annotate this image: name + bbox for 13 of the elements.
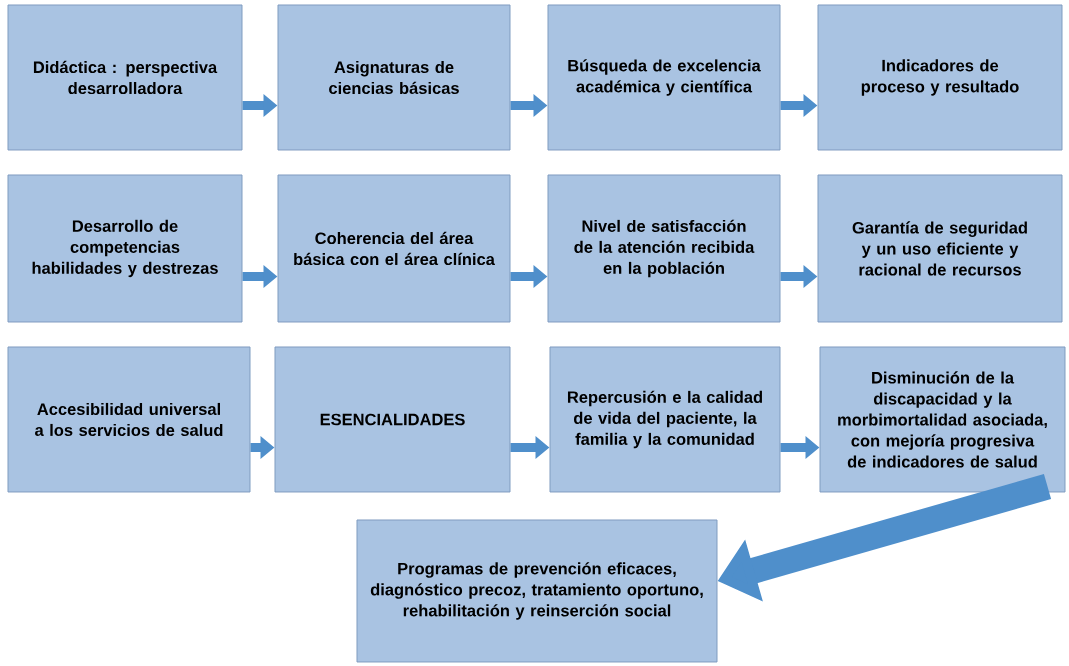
process-box: Disminución de la discapacidad y la morbimortalidad asociada, con mejoría progresiva de indicadores de salud [819,346,1066,493]
process-box: Didáctica : perspectiva desarrolladora [7,4,243,151]
process-box: Asignaturas de ciencias básicas [277,4,511,151]
process-box: Programas de prevención eficaces, diagnóstico precoz, tratamiento oportuno, rehabilitación y reinserción social [356,519,718,663]
process-box: Nivel de satisfacción de la atención recibida en la población [547,174,781,323]
process-box: ESENCIALIDADES [274,346,511,493]
process-box: Búsqueda de excelencia académica y científica [547,4,781,151]
process-box: Garantía de seguridad y un uso eficiente y racional de recursos [817,174,1063,323]
process-box: Indicadores de proceso y resultado [817,4,1063,151]
process-box: Accesibilidad universal a los servicios de salud [7,346,251,493]
process-box: Repercusión e la calidad de vida del paciente, la familia y la comunidad [549,346,781,493]
process-box: Desarrollo de competencias habilidades y destrezas [7,174,243,323]
process-box: Coherencia del área básica con el área clínica [277,174,511,323]
